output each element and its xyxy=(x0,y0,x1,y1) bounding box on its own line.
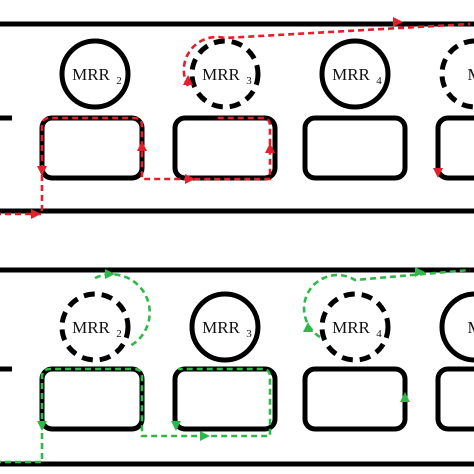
ring-label: M xyxy=(467,318,474,337)
loop-waveguide xyxy=(435,115,474,181)
ring-label: MRR xyxy=(332,318,370,337)
ring-label: M xyxy=(467,65,474,84)
ring-5 xyxy=(439,38,474,110)
ring-label-subscript: 2 xyxy=(116,328,122,340)
direction-arrow xyxy=(415,267,425,277)
direction-arrow xyxy=(137,141,147,151)
direction-arrow xyxy=(31,209,41,219)
highlighted-light-path xyxy=(0,22,471,216)
loop-waveguide xyxy=(302,115,408,181)
ring-label: MRR xyxy=(202,318,240,337)
direction-arrow xyxy=(400,392,410,402)
panel-bottom: MRR 2 MRR 3 MRR 4 M xyxy=(0,267,474,467)
ring-label: MRR xyxy=(202,65,240,84)
loop-waveguide xyxy=(435,366,474,432)
direction-arrow xyxy=(200,431,210,441)
direction-arrow xyxy=(185,174,195,184)
loop-waveguide xyxy=(172,366,278,432)
loop-waveguide xyxy=(39,115,145,181)
ring-4 xyxy=(319,291,391,363)
ring-5 xyxy=(439,291,474,363)
loop-waveguide xyxy=(39,366,145,432)
ring-label: MRR xyxy=(72,318,110,337)
ring-label-subscript: 2 xyxy=(116,75,122,87)
ring-label-subscript: 4 xyxy=(376,328,382,340)
loop-waveguide xyxy=(302,366,408,432)
direction-arrow xyxy=(105,269,115,279)
ring-label-subscript: 4 xyxy=(376,75,382,87)
direction-arrow xyxy=(433,168,443,178)
ring-3 xyxy=(189,291,261,363)
panel-top: MRR 2 MRR 3 MRR 4 M xyxy=(0,17,474,219)
ring-label-subscript: 3 xyxy=(246,328,252,340)
ring-2 xyxy=(59,291,131,363)
loop-waveguide xyxy=(172,115,278,181)
ring-4 xyxy=(319,38,391,110)
direction-arrow xyxy=(171,421,181,431)
direction-arrow xyxy=(37,166,47,176)
direction-arrow xyxy=(265,143,275,153)
ring-3 xyxy=(189,38,261,110)
ring-label-subscript: 3 xyxy=(246,75,252,87)
ring-label: MRR xyxy=(72,65,110,84)
direction-arrow xyxy=(393,17,403,27)
direction-arrow xyxy=(183,75,193,85)
direction-arrow xyxy=(37,421,47,431)
direction-arrow xyxy=(303,322,313,332)
ring-2 xyxy=(59,38,131,110)
ring-label: MRR xyxy=(332,65,370,84)
